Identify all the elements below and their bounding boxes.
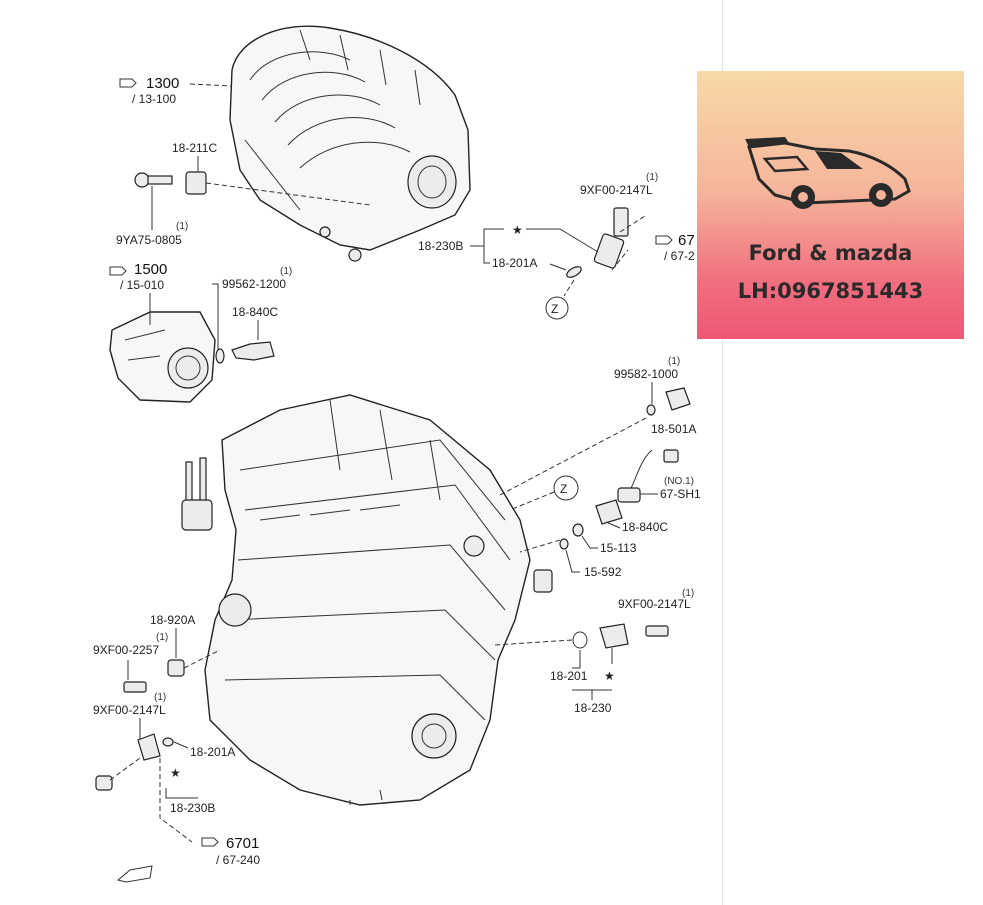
star-icon: ★ <box>512 223 523 237</box>
label-18-840c-mid: 18-840C <box>622 520 668 534</box>
ref-67-top-sub: / 67-2 <box>664 249 695 263</box>
label-9ya75-qty: (1) <box>176 221 188 232</box>
label-no1: (NO.1) <box>664 476 694 487</box>
label-99582-1000: 99582-1000 <box>614 367 678 381</box>
label-9xf00-2147l-right: 9XF00-2147L <box>618 597 691 611</box>
map-sensor-18-211c: 18-211C (1) 9YA75-0805 <box>116 141 371 247</box>
label-18-201: 18-201 <box>550 669 588 683</box>
ref-1300: 1300 / 13-100 <box>119 75 233 106</box>
sensor-18-840c-top: (1) 99562-1200 18-840C <box>212 266 292 364</box>
crank-sensor-left: (1) 9XF00-2147L 18-201A ★ 18-230B 6701 /… <box>93 692 260 867</box>
ref-1500-number: 1500 <box>134 261 167 278</box>
phone-number: LH:0967851443 <box>737 279 924 303</box>
reference-arrow-icon <box>109 266 127 276</box>
label-18-920a: 18-920A <box>150 613 195 627</box>
ocv-assembly-top: (1) 9XF00-2147L 67 / 67-2 ★ 18-230B 18-2… <box>418 172 695 320</box>
sports-car-icon <box>745 137 911 209</box>
intake-manifold <box>229 25 471 262</box>
brand-name: Ford & mazda <box>748 241 913 265</box>
oil-pressure-switch: (1) 99582-1000 18-501A <box>499 356 696 496</box>
label-18-201a-bottom: 18-201A <box>190 745 235 759</box>
knock-sensor-harness: (NO.1) 67-SH1 Z <box>509 449 701 511</box>
label-67-sh1: 67-SH1 <box>660 487 701 501</box>
ref-1300-sub: / 13-100 <box>132 92 176 106</box>
engine-assembly <box>181 394 553 806</box>
cam-sensor-right: (1) 9XF00-2147L 18-201 ★ 18-230 <box>494 588 694 715</box>
ref-1300-number: 1300 <box>146 75 179 92</box>
label-18-230: 18-230 <box>574 701 612 715</box>
label-9xf00-top-qty: (1) <box>646 172 658 183</box>
label-18-211c: 18-211C <box>172 141 217 155</box>
label-18-501a: 18-501A <box>651 422 696 436</box>
oil-level-sensor: 18-920A (1) 9XF00-2257 <box>93 613 221 693</box>
label-9xf00-2147l-left: 9XF00-2147L <box>93 703 166 717</box>
label-9xf00-right-qty: (1) <box>682 588 694 599</box>
label-18-201a-top: 18-201A <box>492 256 537 270</box>
ref-67-top: 67 <box>678 232 695 249</box>
label-99582-1000-qty: (1) <box>668 356 680 367</box>
reference-arrow-icon <box>119 78 137 88</box>
label-18-840c-top: 18-840C <box>232 305 278 319</box>
label-9xf00-2147l-top: 9XF00-2147L <box>580 183 653 197</box>
cropped-part-fragment <box>116 865 153 883</box>
reference-arrow-icon <box>201 837 219 847</box>
ref-6701-sub: / 67-240 <box>216 853 260 867</box>
reference-arrow-icon <box>655 235 673 245</box>
label-99562-1200-qty: (1) <box>280 266 292 277</box>
page-divider <box>722 0 723 905</box>
label-z-top: Z <box>551 302 558 316</box>
label-9xf00-2257-qty: (1) <box>156 632 168 643</box>
label-15-113: 15-113 <box>600 541 637 555</box>
ref-6701-number: 6701 <box>226 835 259 852</box>
star-icon: ★ <box>170 766 181 780</box>
sensor-18-840c-mid: 18-840C 15-113 15-592 <box>519 499 668 579</box>
label-9xf00-left-qty: (1) <box>154 692 166 703</box>
throttle-body: 1500 / 15-010 <box>109 261 216 403</box>
label-15-592: 15-592 <box>584 565 622 579</box>
star-icon: ★ <box>604 669 615 683</box>
label-99562-1200: 99562-1200 <box>222 277 286 291</box>
shop-banner: Ford & mazda LH:0967851443 <box>697 71 964 339</box>
label-9xf00-2257: 9XF00-2257 <box>93 643 159 657</box>
label-z-mid: Z <box>560 482 567 496</box>
label-18-230b-bottom: 18-230B <box>170 801 215 815</box>
label-9ya75-0805: 9YA75-0805 <box>116 233 182 247</box>
label-18-230b-top: 18-230B <box>418 239 463 253</box>
ref-1500-sub: / 15-010 <box>120 278 164 292</box>
